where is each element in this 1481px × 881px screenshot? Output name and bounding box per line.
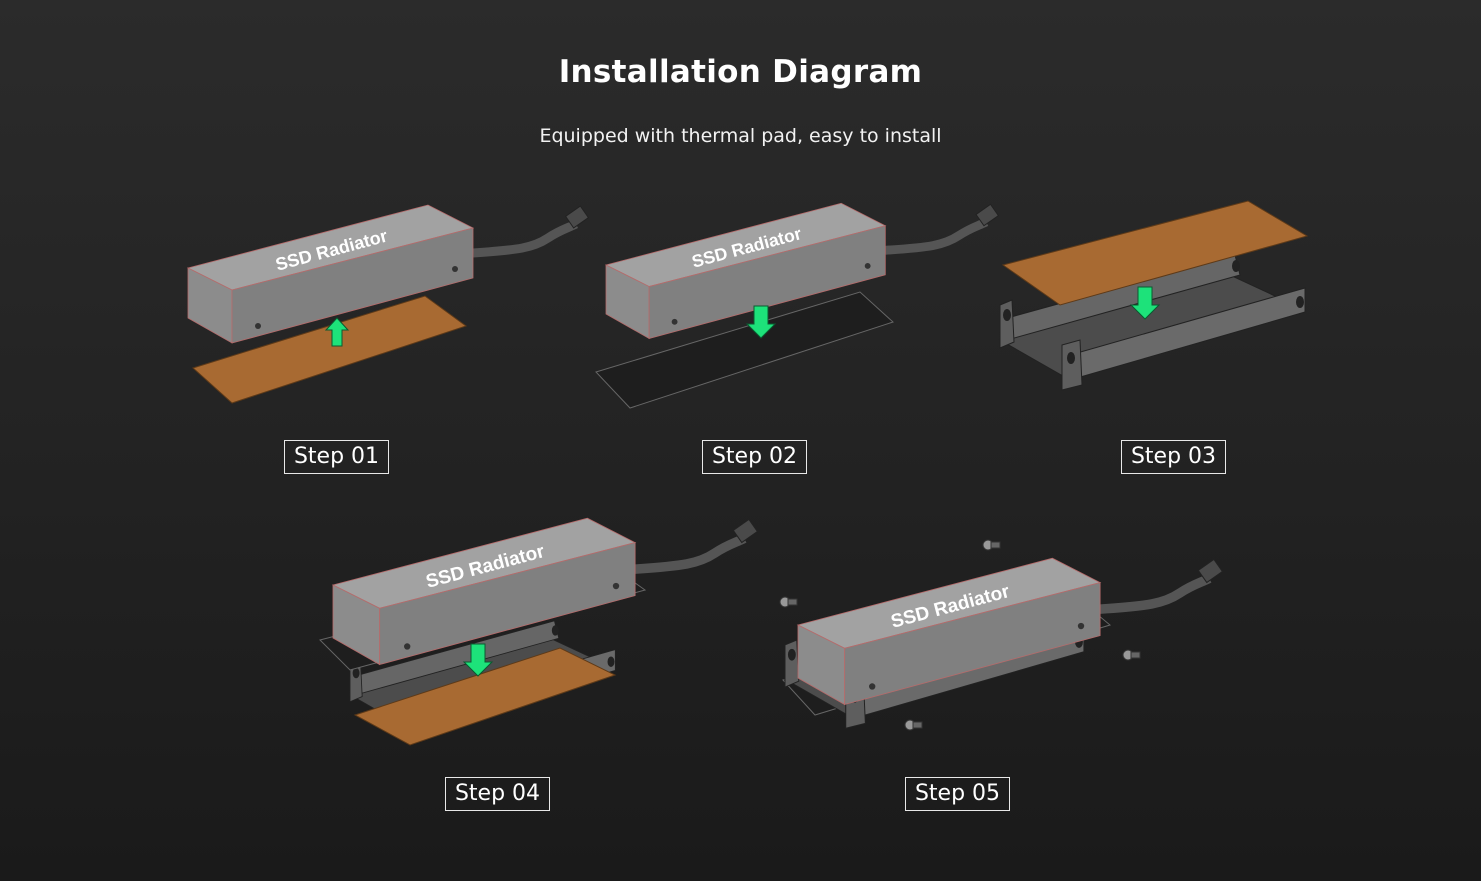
- step-01-label: Step 01: [284, 440, 389, 474]
- radiator-cable: [1099, 574, 1212, 614]
- ssd-radiator: SSD Radiator: [604, 202, 1000, 340]
- cable-connector: [1197, 558, 1224, 584]
- page-subtitle: Equipped with thermal pad, easy to insta…: [539, 125, 942, 147]
- thermal-pad: [353, 647, 617, 746]
- cable-connector: [732, 518, 759, 544]
- ssd-radiator: SSD Radiator: [186, 204, 590, 344]
- step-05-label: Step 05: [905, 777, 1010, 811]
- step-03-illustration: [998, 200, 1309, 391]
- ssd-radiator: SSD Radiator: [796, 557, 1224, 706]
- step-02-illustration: SSD Radiator: [595, 202, 1000, 409]
- arrow-down-icon: [1129, 286, 1161, 320]
- page-title: Installation Diagram: [558, 54, 923, 90]
- thermal-pad: [192, 295, 468, 404]
- step-05-illustration: SSD Radiator: [779, 539, 1224, 731]
- radiator-cable: [472, 219, 579, 258]
- step-04-label: Step 04: [445, 777, 550, 811]
- radiator-bracket: [998, 254, 1307, 391]
- step-04-illustration: SSD Radiator: [319, 517, 759, 746]
- screw-icon: [982, 539, 1001, 551]
- step-02-label: Step 02: [702, 440, 807, 474]
- cable-connector: [564, 205, 590, 229]
- screw-icon: [779, 596, 798, 608]
- radiator-cable: [885, 217, 989, 255]
- screw-icon: [904, 719, 923, 731]
- arrow-down-icon: [462, 643, 494, 677]
- radiator-cable: [634, 534, 747, 574]
- arrow-up-icon: [324, 317, 350, 347]
- step-01-illustration: SSD Radiator: [186, 204, 590, 404]
- screw-icon: [1122, 649, 1141, 661]
- step-03-label: Step 03: [1121, 440, 1226, 474]
- thermal-pad: [1001, 200, 1309, 306]
- arrow-down-icon: [745, 305, 777, 339]
- cable-connector: [975, 203, 1000, 227]
- m2-ssd-board: [595, 291, 894, 409]
